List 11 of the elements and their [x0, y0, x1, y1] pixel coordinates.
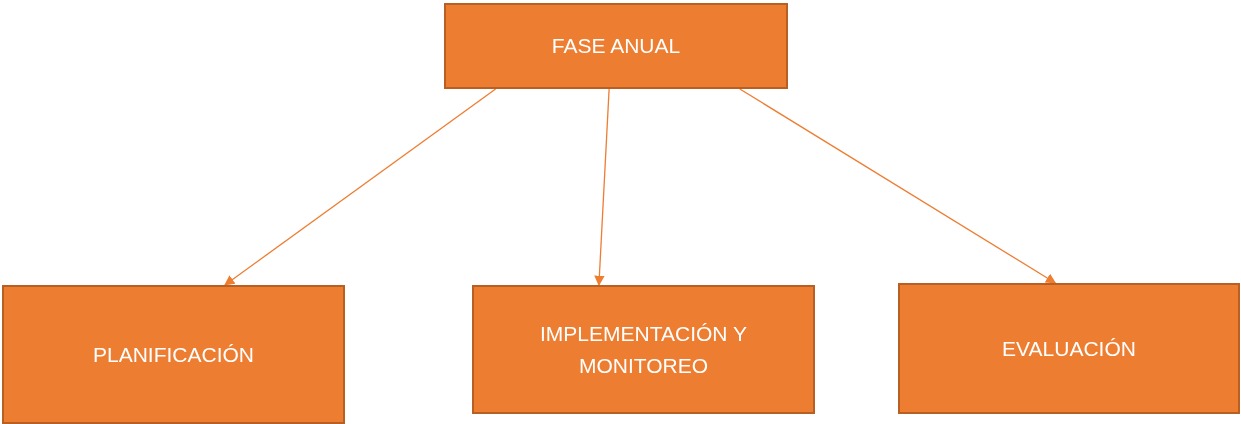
process-box — [472, 285, 815, 414]
box-label: IMPLEMENTACIÓN Y MONITOREO — [539, 321, 748, 379]
arrow — [739, 88, 1057, 284]
process-box — [2, 285, 345, 424]
box-label: EVALUACIÓN — [1002, 335, 1136, 362]
arrow — [594, 88, 610, 287]
box-label: PLANIFICACIÓN — [93, 341, 254, 368]
process-box — [444, 3, 788, 89]
arrow — [224, 88, 497, 286]
box-label: FASE ANUAL — [551, 33, 681, 60]
process-box — [898, 283, 1240, 414]
